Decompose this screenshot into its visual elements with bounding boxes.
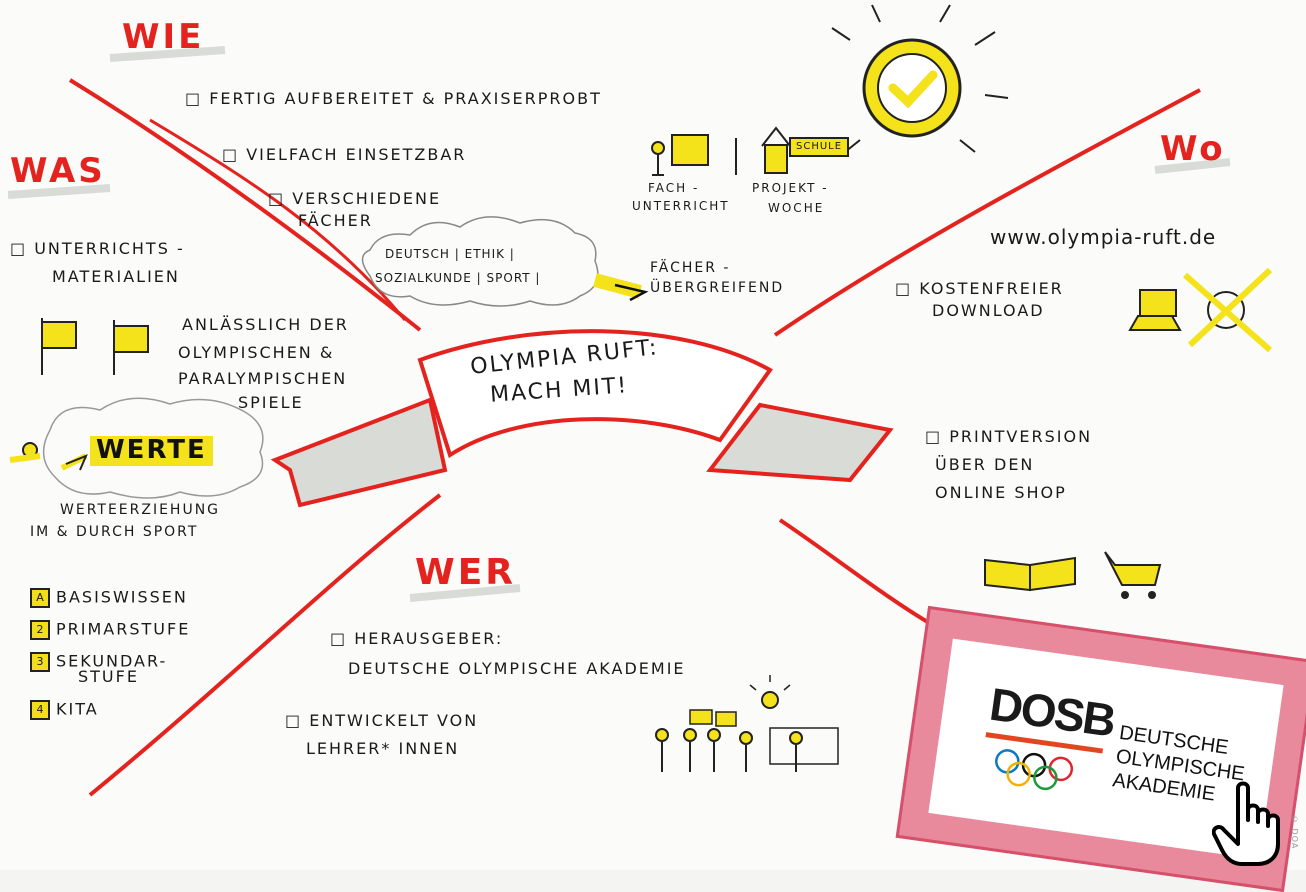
branch-line-was [149,118,407,321]
level-number-badge: 4 [30,700,50,720]
level-number-badge: 2 [30,620,50,640]
werte-education-line1: WERTEERZIEHUNG [60,502,221,518]
heading-was: WAS [10,151,106,191]
cart-icon [1104,551,1162,599]
level-number-badge: A [30,588,50,608]
projekt-label-line2: WOCHE [768,201,825,215]
werte-education-line2: IM & DURCH SPORT [30,524,199,540]
level-primarstufe: 2 PRIMARSTUFE [30,620,190,640]
hand-cursor-icon [1212,781,1280,866]
was-occasion-line2: OLYMPISCHEN & [178,343,335,362]
fach-label-line2: UNTERRICHT [632,199,730,213]
sun-check-icon [831,4,1009,153]
fach-label-line1: FACH - [648,181,700,195]
branch-line-top-right [773,88,1201,337]
flag-icon [41,318,149,375]
wie-item-subjects-cont: FÄCHER [298,211,373,230]
laptop-icon [1128,289,1182,331]
level-number-badge: 3 [30,652,50,672]
wo-item-print-line2: ÜBER DEN [935,455,1035,474]
level-basiswissen: A BASISWISSEN [30,588,188,608]
watermark: © DOA [1290,815,1299,850]
website-url[interactable]: www.olympia-ruft.de [990,225,1217,249]
projekt-label-line1: PROJEKT - [752,181,829,195]
lightbulb-icon [749,675,791,709]
was-occasion-line4: SPIELE [238,393,304,412]
sketchnote-canvas: WIE WAS Wo WER OLYMPIA RUFT: MACH MIT! □… [7,4,1306,892]
was-item-materials: □ UNTERRICHTS - [10,239,185,258]
cloud-subjects-line1: DEUTSCH | ETHIK | [385,247,515,261]
people-icon [655,709,839,772]
level-label: KITA [56,699,99,719]
wer-item-publisher: □ HERAUSGEBER: [330,629,504,648]
level-label: SEKUNDAR- [56,651,168,671]
euro-crossed-icon [1183,267,1273,353]
mindmap-lines [7,4,1273,797]
was-occasion-line3: PARALYMPISCHEN [178,369,348,388]
olympic-rings-icon [995,749,1074,791]
dosb-logo-sticker[interactable]: DOSB DEUTSCHE OLYMPISCHE AKADEMIE [895,605,1306,892]
heading-wie: WIE [122,17,205,57]
schule-label: SCHULE [796,141,843,152]
branch-line-bottom-left [88,493,442,797]
werte-label: WERTE [90,435,213,466]
wo-item-download-cont: DOWNLOAD [932,301,1045,320]
dosb-logo-card: DOSB DEUTSCHE OLYMPISCHE AKADEMIE [928,638,1284,860]
wo-item-download: □ KOSTENFREIER [895,279,1064,298]
level-label: PRIMARSTUFE [56,619,191,639]
wie-item-versatile: □ VIELFACH EINSETZBAR [222,145,467,164]
wo-item-print-line3: ONLINE SHOP [935,483,1067,502]
cloud-outline-werte [42,397,264,499]
wer-item-developed: □ ENTWICKELT VON [285,711,479,730]
was-occasion-line1: ANLÄSSLICH DER [182,315,349,334]
branch-line-top-left [68,78,422,332]
wo-item-print: □ PRINTVERSION [925,427,1093,446]
ribbon-tail-right [706,402,894,483]
heading-wer: WER [415,552,517,593]
cloud-subjects-line2: SOZIALKUNDE | SPORT | [375,271,541,285]
level-sekundarstufe: 3 SEKUNDAR- [30,652,167,672]
center-banner [417,329,773,459]
school-house-icon [761,126,849,174]
level-sekundarstufe-cont: STUFE [78,667,139,686]
was-item-materials-cont: MATERIALIEN [52,267,180,286]
wer-item-developed-cont: LEHRER* INNEN [306,739,460,758]
level-kita: 4 KITA [30,700,99,720]
crossing-label-line2: ÜBERGREIFEND [650,280,785,296]
heading-wo: Wo [1160,129,1226,169]
wie-item-prepared: □ FERTIG AUFBEREITET & PRAXISERPROBT [185,89,602,108]
book-icon [984,556,1076,592]
crossing-label-line1: FÄCHER - [650,260,731,276]
teacher-board-icon [651,134,737,176]
ribbon-tail-left [270,397,448,508]
werte-figure-icon [9,442,88,471]
wer-item-publisher-name: DEUTSCHE OLYMPISCHE AKADEMIE [348,659,686,678]
wie-item-subjects: □ VERSCHIEDENE [268,189,442,208]
level-label: BASISWISSEN [56,587,188,607]
